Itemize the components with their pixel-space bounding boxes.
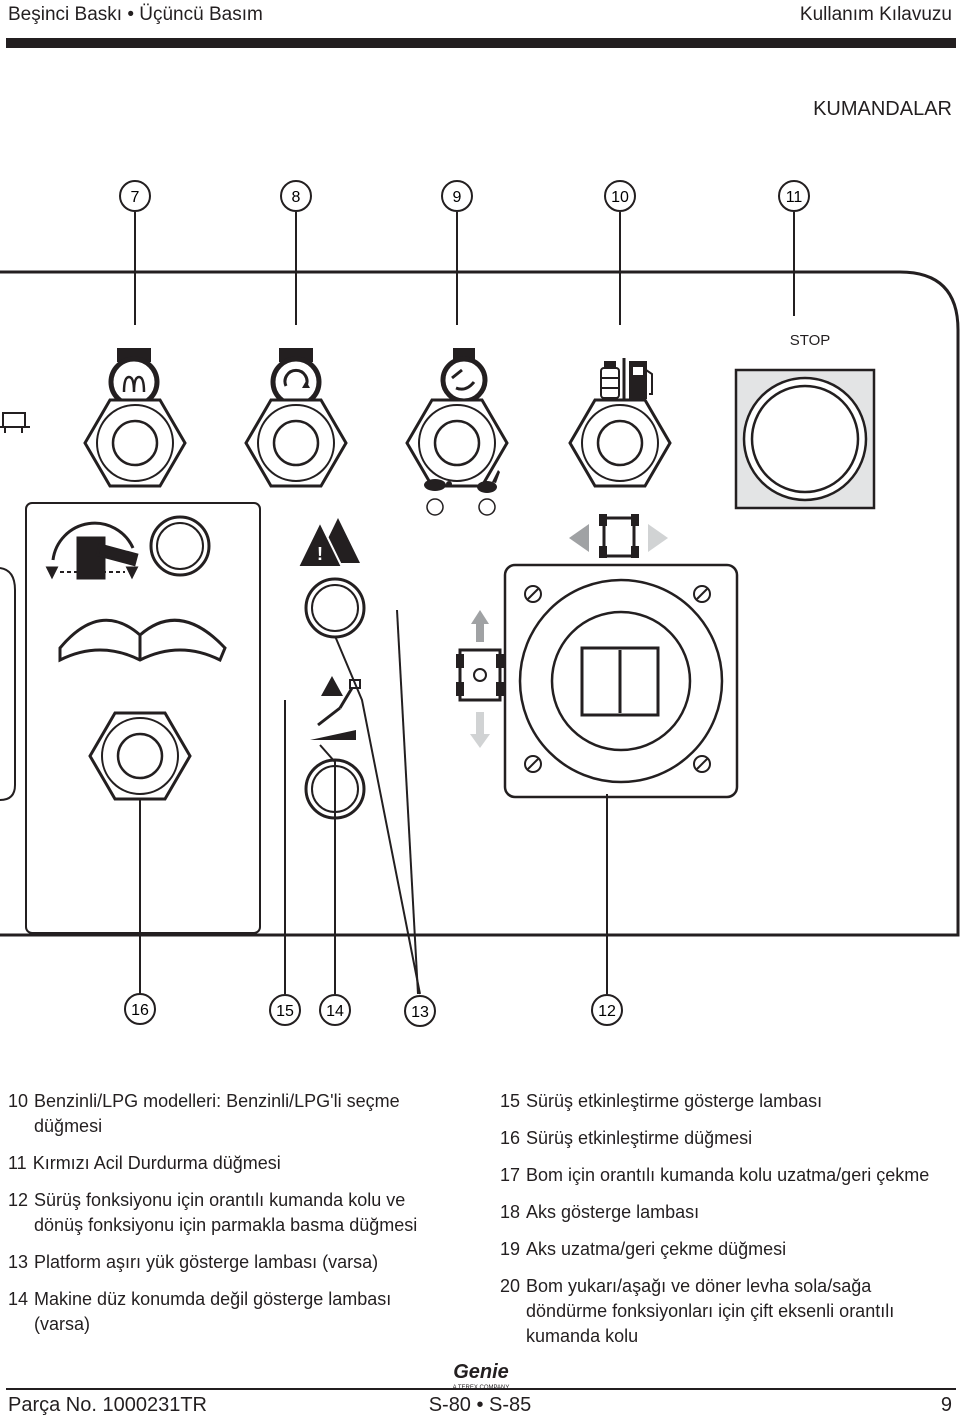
svg-text:!: ! (317, 544, 323, 564)
manual-book-icon (58, 618, 227, 663)
svg-text:13: 13 (411, 1004, 429, 1021)
drive-enable-symbol (45, 521, 139, 580)
svg-text:Genie: Genie (453, 1361, 509, 1383)
svg-text:14: 14 (326, 1003, 344, 1020)
callout-14: 14 (319, 994, 351, 1026)
callout-13: 13 (404, 995, 436, 1027)
callout-8: 8 (280, 180, 312, 212)
running-header-right: Kullanım Kılavuzu (799, 4, 952, 25)
drive-joystick (503, 563, 739, 799)
svg-text:8: 8 (292, 189, 301, 206)
drive-enable-lamp (149, 515, 211, 577)
overload-warning-icon (310, 676, 361, 740)
engine-start-icon (270, 348, 322, 408)
not-level-lamp (304, 577, 366, 639)
svg-text:9: 9 (453, 189, 462, 206)
stop-label: STOP (790, 332, 831, 349)
axle-extend-icon (456, 610, 504, 748)
callout-7: 7 (119, 180, 151, 212)
steer-icon (569, 514, 668, 558)
callout-9: 9 (441, 180, 473, 212)
svg-text:11: 11 (786, 189, 803, 206)
section-title: KUMANDALAR (813, 98, 952, 120)
rabbit-icon (477, 470, 500, 516)
svg-text:10: 10 (611, 189, 629, 206)
callout-10: 10 (604, 180, 636, 212)
running-header-left: Beşinci Baskı • Üçüncü Basım (8, 4, 263, 25)
svg-text:7: 7 (131, 189, 140, 206)
start-switch (244, 398, 348, 488)
callout-16: 16 (124, 993, 156, 1025)
page-number: 9 (940, 1394, 952, 1416)
header-rule (6, 38, 956, 48)
turtle-icon (424, 479, 452, 516)
engine-speed-icon (440, 348, 488, 404)
callout-15: 15 (269, 994, 301, 1026)
top-callouts: 7 8 9 10 11 (119, 180, 810, 325)
drive-enable-switch (88, 711, 192, 801)
glow-plug-switch (83, 398, 187, 488)
control-panel-diagram: 7 8 9 10 11 STOP (0, 180, 960, 1027)
svg-text:12: 12 (598, 1003, 616, 1020)
footer-rule (6, 1388, 956, 1390)
emergency-stop-button (734, 368, 876, 510)
svg-text:16: 16 (131, 1002, 149, 1019)
svg-text:15: 15 (276, 1003, 294, 1020)
bottom-callouts (139, 609, 608, 995)
engine-speed-switch (405, 398, 509, 488)
model-names: S-80 • S-85 (428, 1394, 532, 1416)
callout-11: 11 (778, 180, 810, 212)
callout-12: 12 (591, 994, 623, 1026)
fuel-select-icon (600, 358, 653, 402)
fuel-select-switch (568, 398, 672, 488)
glow-plug-icon (108, 348, 160, 408)
not-level-warning-icon: ! (296, 518, 360, 568)
platform-icon (0, 412, 30, 433)
part-number: Parça No. 1000231TR (8, 1394, 208, 1416)
